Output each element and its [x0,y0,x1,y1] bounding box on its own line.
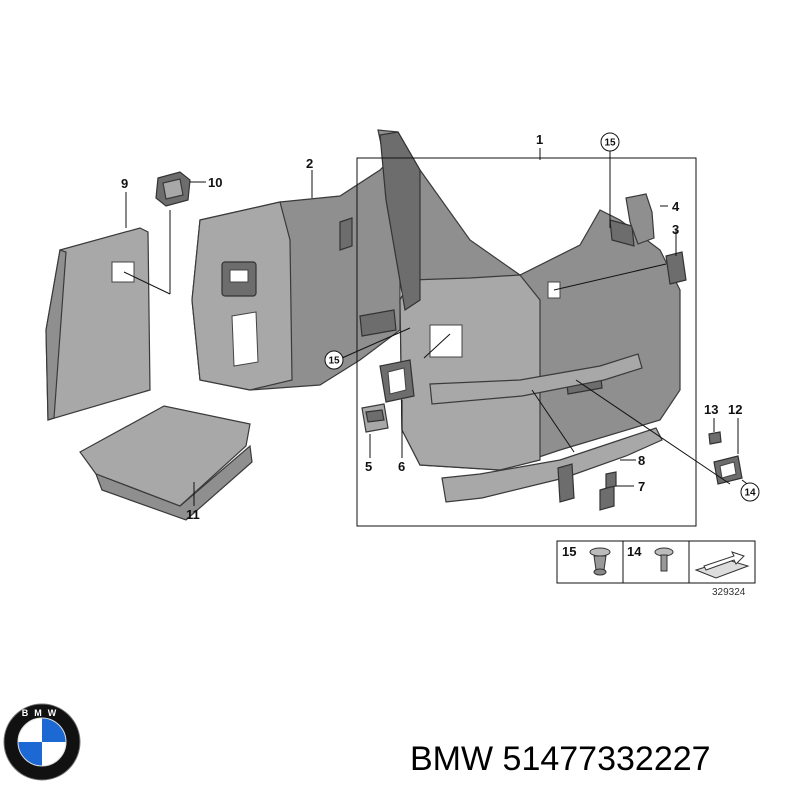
part-10-clip [155,171,191,207]
part-12-handle [713,455,743,485]
part-1-frame [356,157,697,527]
part-11-floor-panel [79,405,253,521]
callout-8: 8 [638,453,645,468]
callout-4: 4 [672,199,680,214]
arrow-icon [694,551,750,579]
part-9-side-panel [45,227,151,421]
callout-7: 7 [638,479,645,494]
callout-9: 9 [121,176,128,191]
part-5-bracket [361,403,389,433]
callout-13: 13 [704,402,718,417]
fastener-legend: 15 14 329324 [556,540,756,598]
diagram-id: 329324 [712,587,746,598]
callout-14-circle [740,482,760,502]
callout-11: 11 [186,507,200,522]
callout-6: 6 [398,459,405,474]
part-1-trim-panel [359,129,681,471]
callout-15-top: 15 [604,138,616,149]
callout-12: 12 [728,402,742,417]
bmw-logo: BMW [3,703,81,781]
callout-10: 10 [208,175,222,190]
callout-labels: 1 2 3 4 5 6 7 8 9 10 11 12 13 14 15 15 [121,132,760,522]
part-number: 51477332227 [502,740,711,778]
callout-14: 14 [744,488,756,499]
part-6-handle [379,359,415,403]
callout-3: 3 [672,222,679,237]
screw-icon [654,547,674,572]
brand-part-number: BMW 51477332227 [410,740,711,779]
part-2-trim-panel [191,148,401,391]
callout-1: 1 [536,132,543,147]
svg-text:BMW: BMW [22,708,63,718]
legend-item-14: 14 [627,544,642,559]
part-3-cap [665,251,687,285]
leader-lines [123,148,751,506]
push-clip-icon [589,547,611,576]
part-13-pad [708,431,722,445]
callout-15-mid: 15 [328,356,340,367]
callout-15-mid-circle [324,350,344,370]
part-7-clip [599,471,617,511]
part-4-bracket [625,193,655,245]
legend-item-15: 15 [562,544,576,559]
callout-5: 5 [365,459,372,474]
callout-2: 2 [306,156,313,171]
brand-name: BMW [410,740,494,778]
part-8-strap [429,353,663,503]
callout-15-top-circle [600,132,620,152]
